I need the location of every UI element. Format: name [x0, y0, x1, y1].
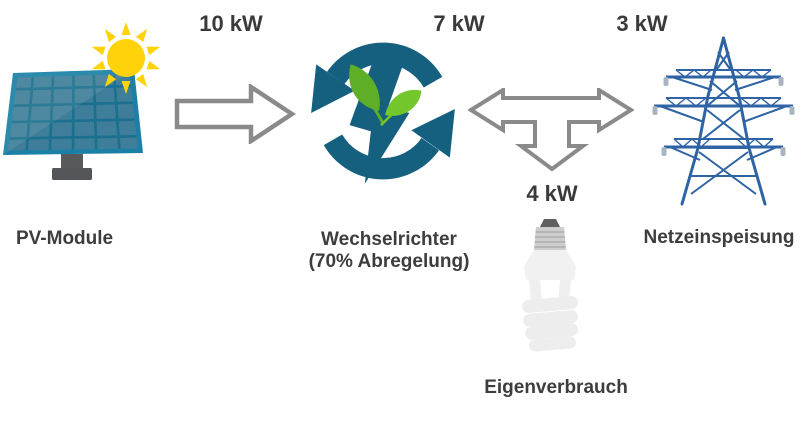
flow-label-inverter-output: 7 kW [433, 11, 485, 36]
panel-base [52, 168, 92, 180]
panel-grid-lines [8, 74, 138, 151]
sun-icon [91, 22, 161, 94]
three-way-arrow-icon [468, 88, 634, 172]
inverter-label-line1: Wechselrichter [321, 229, 457, 250]
leaves-icon [349, 64, 422, 127]
flow-label-grid-feed: 3 kW [616, 11, 668, 36]
insulators [652, 77, 795, 156]
self-consumption-label: Eigenverbrauch [484, 377, 628, 398]
inverter-label: Wechselrichter (70% Abregelung) [309, 229, 470, 273]
panel-stand [61, 154, 83, 172]
inverter-cycle-icon [311, 42, 455, 184]
flow-label-pv-to-inverter: 10 kW [199, 11, 263, 36]
arrow-pv-to-inverter-icon [174, 84, 296, 144]
cfl-bulb-icon [522, 219, 578, 352]
panel-highlight [3, 69, 134, 155]
inverter-label-line2: (70% Abregelung) [308, 251, 470, 272]
power-pylon-icon [652, 36, 795, 206]
pv-module-label: PV-Module [16, 228, 114, 249]
grid-feed-label: Netzeinspeisung [643, 227, 795, 248]
flow-label-self-consumption: 4 kW [526, 181, 578, 206]
solar-panel-icon [3, 69, 143, 180]
